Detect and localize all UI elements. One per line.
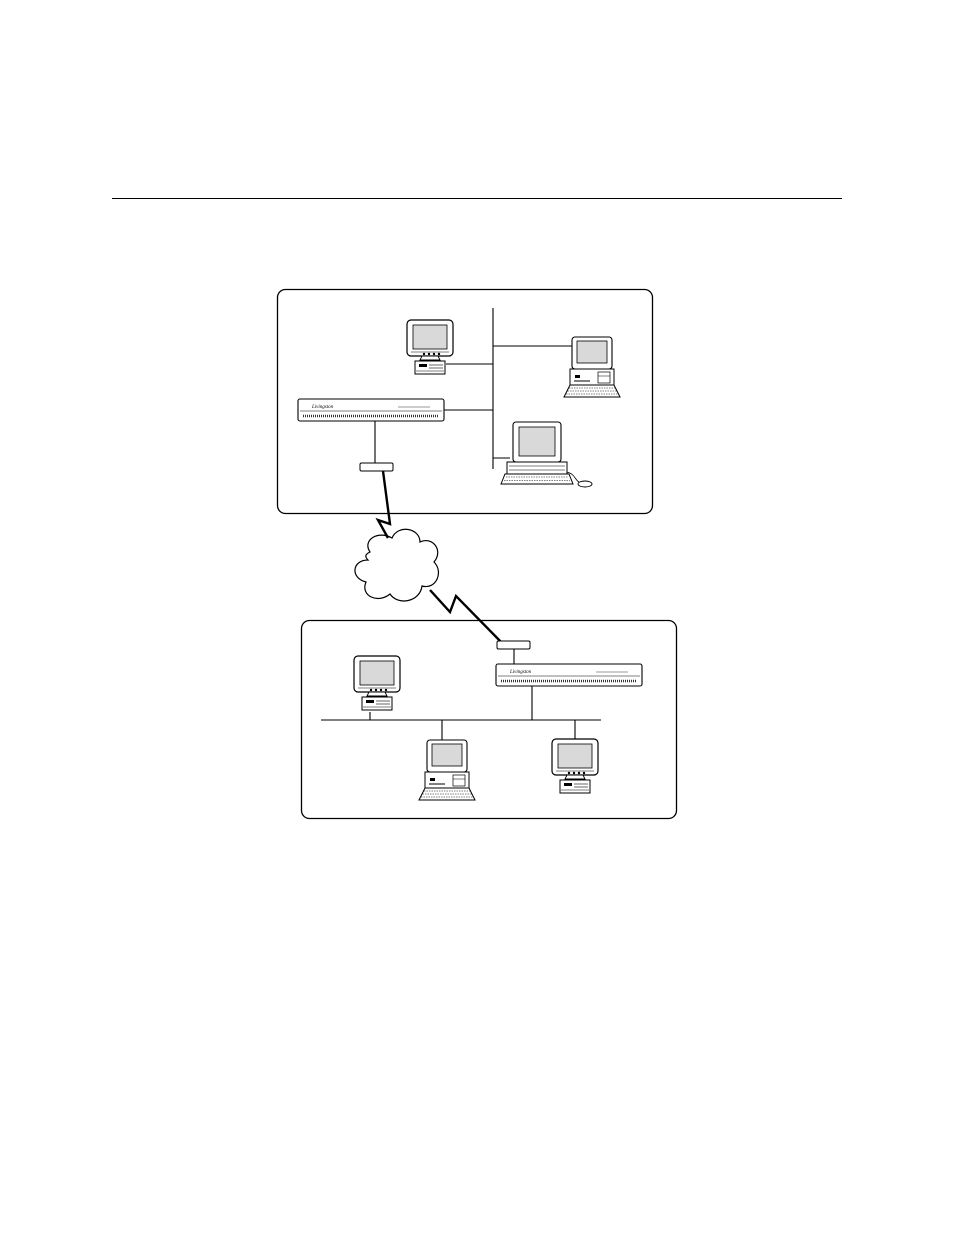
workstation-icon [501, 422, 592, 487]
csu-b-icon [497, 641, 530, 649]
laptop-icon [419, 740, 475, 800]
router-logo: Livingston [311, 405, 334, 410]
desktop-pc-icon [354, 656, 400, 710]
wan-cloud-icon [355, 529, 439, 601]
serial-link-b [430, 590, 504, 645]
desktop-pc-icon [407, 320, 453, 374]
laptop-icon [564, 337, 620, 397]
csu-a-icon [360, 463, 393, 471]
router-logo: Livingston [509, 670, 532, 675]
serial-link-a [378, 471, 390, 538]
desktop-pc-icon [552, 739, 598, 793]
router-b-icon: Livingston [496, 664, 642, 686]
router-a-icon: Livingston [298, 399, 444, 421]
